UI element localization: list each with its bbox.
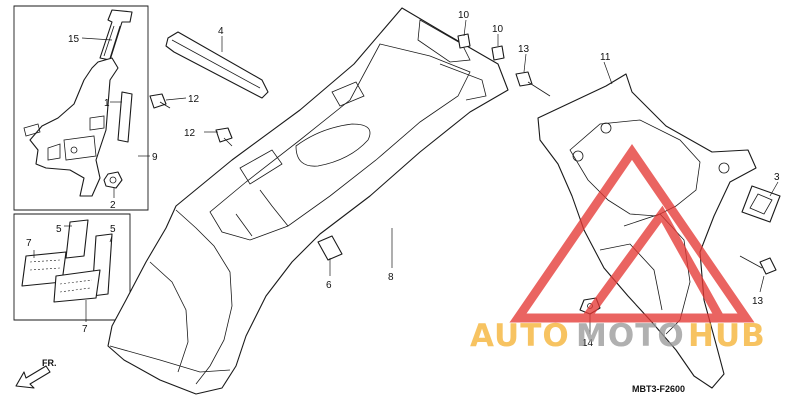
callout-7a: 7 [26,238,32,249]
callout-12a: 12 [188,94,200,105]
callout-11: 11 [600,52,611,63]
part-10-clip-a [457,33,471,49]
callout-14: 14 [582,338,594,349]
callout-15: 15 [68,34,80,45]
callout-5a: 5 [56,224,62,235]
callout-1: 1 [104,98,110,109]
callout-6: 6 [326,280,332,291]
part-1-pad [117,91,133,143]
watermark-logo: AUTO MOTO HUB [470,144,766,354]
part-10-clip-b [491,45,505,61]
part-6-pad [317,235,343,261]
callout-7b: 7 [82,324,88,335]
callout-8: 8 [388,272,394,283]
diagram-code: MBT3-F2600 [632,384,685,394]
callout-12b: 12 [184,128,196,139]
callout-13b: 13 [752,296,764,307]
part-3-reflector [741,185,781,223]
callout-2: 2 [110,200,116,211]
part-13-bolt-b [739,255,777,275]
part-15-strap [99,9,133,61]
watermark-hub: HUB [688,318,766,354]
watermark-moto: MOTO [576,318,685,354]
front-arrow-label: FR. [42,358,57,368]
part-4-seal [165,31,269,99]
callout-10a: 10 [458,10,470,21]
part-13-bolt-a [515,71,551,97]
callout-3: 3 [774,172,780,183]
callout-5b: 5 [110,224,116,235]
callout-9: 9 [152,152,158,163]
part-8-rear-fender [107,7,509,395]
callout-13a: 13 [518,44,530,55]
watermark-auto: AUTO [470,318,570,354]
callout-4: 4 [218,26,224,37]
part-9-bracket [23,57,119,197]
callout-10b: 10 [492,24,504,35]
part-2-nut [103,171,123,189]
leader-lines [33,19,779,334]
callout-labels: 1 2 3 4 5 5 6 7 7 8 9 10 10 11 12 12 13 … [26,10,780,349]
part-7-pads [21,251,101,303]
part-12-bolt-a [149,93,171,109]
inset-frame-top [13,5,149,211]
front-arrow: FR. [15,358,57,389]
watermark-triangle-icon [509,144,755,323]
part-12-bolt-b [215,127,233,147]
